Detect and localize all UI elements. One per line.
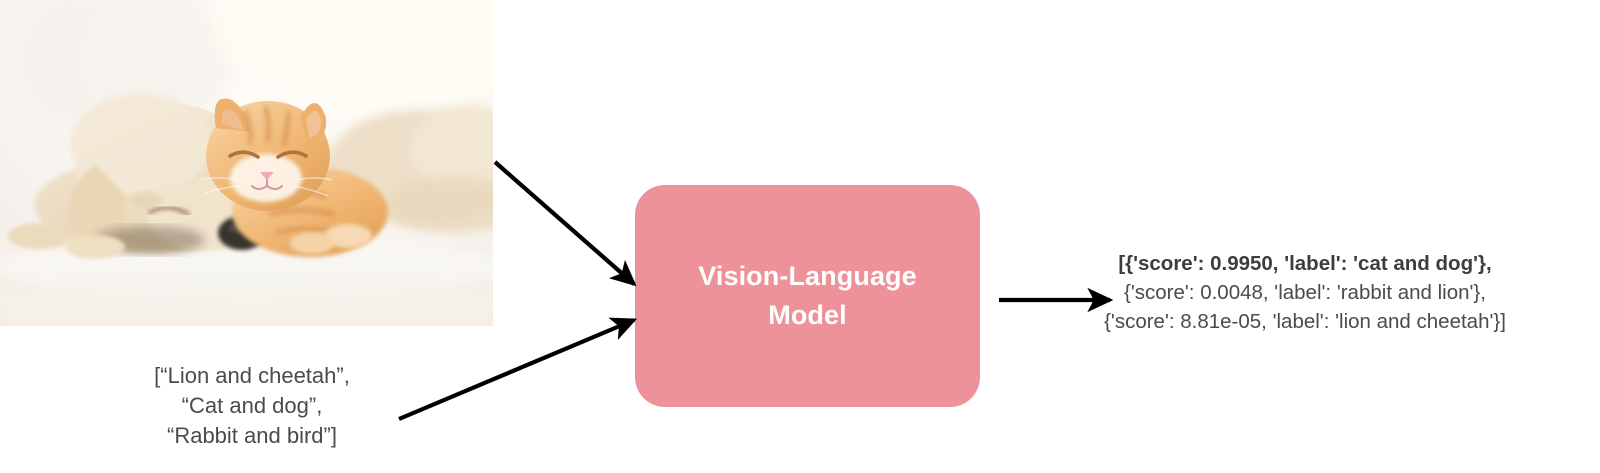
model-output-predictions: [{'score': 0.9950, 'label': 'cat and dog…	[1055, 249, 1555, 336]
vision-language-model-box: Vision-Language Model	[635, 185, 980, 407]
model-box-label: Vision-Language Model	[698, 260, 917, 330]
text-prompt-input: [“Lion and cheetah”, “Cat and dog”, “Rab…	[108, 361, 396, 451]
image-to-model-arrow	[493, 160, 637, 287]
prompt-to-model-arrow	[398, 317, 638, 421]
output-line-3: {'score': 8.81e-05, 'label': 'lion and c…	[1104, 310, 1506, 333]
input-image-thumbnail	[0, 0, 493, 326]
output-line-2: {'score': 0.0048, 'label': 'rabbit and l…	[1124, 281, 1486, 304]
output-line-1: [{'score': 0.9950, 'label': 'cat and dog…	[1118, 252, 1492, 275]
photo-image-icon	[0, 0, 493, 326]
prompt-line-2: “Cat and dog”,	[181, 393, 323, 418]
prompt-line-3: “Rabbit and bird”]	[167, 423, 337, 448]
prompt-line-1: [“Lion and cheetah”,	[154, 363, 350, 388]
